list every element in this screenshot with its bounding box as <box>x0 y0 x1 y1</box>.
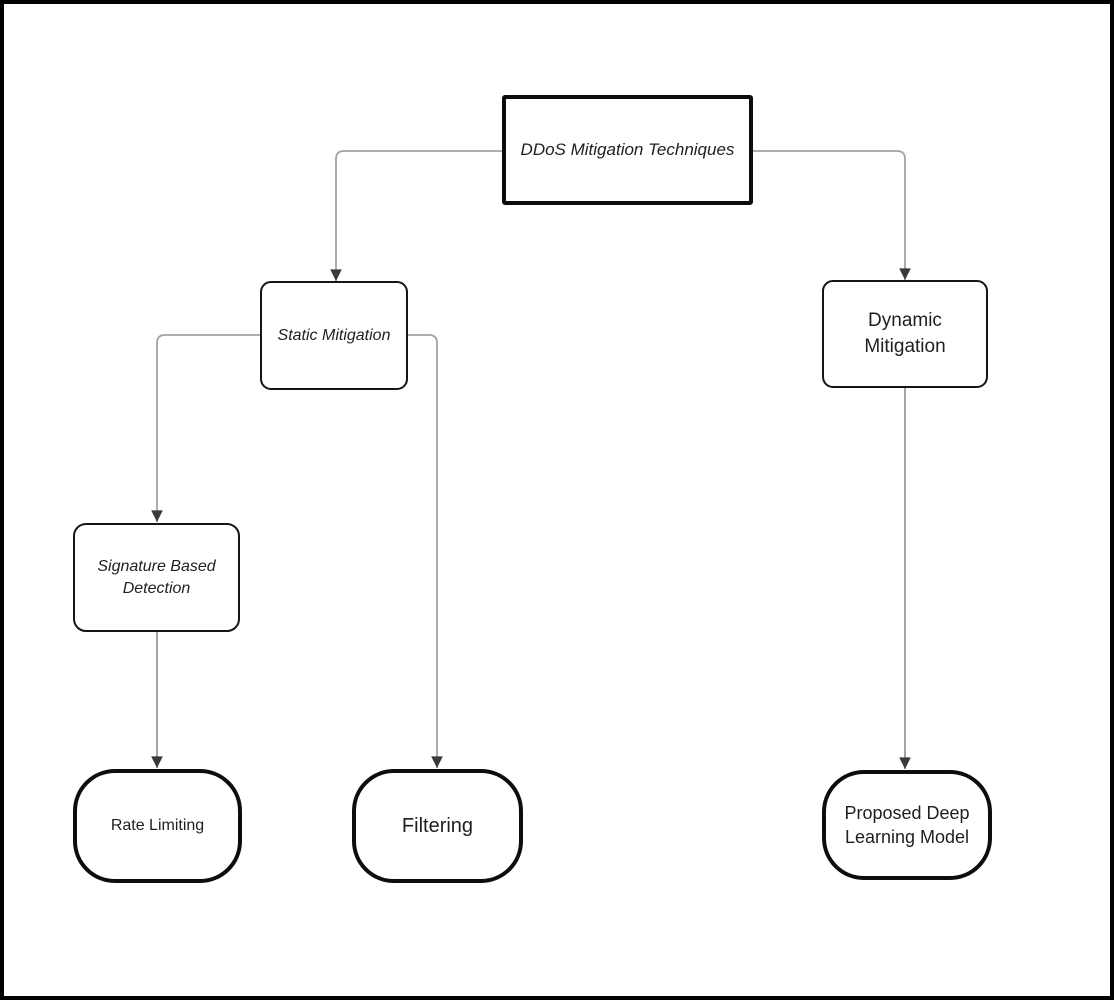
node-proposed-deep-learning-model: Proposed Deep Learning Model <box>822 770 992 880</box>
node-label: Rate Limiting <box>110 817 205 835</box>
node-dynamic-mitigation: Dynamic Mitigation <box>822 280 988 388</box>
node-label: DDoS Mitigation Techniques <box>520 139 735 159</box>
node-signature-based-detection: Signature Based Detection <box>73 523 240 632</box>
edge-static-to-filtering <box>408 334 443 768</box>
edge-root-to-static <box>330 150 502 281</box>
edge-static-to-signature <box>151 334 260 522</box>
node-ddos-mitigation-techniques: DDoS Mitigation Techniques <box>502 95 753 205</box>
node-rate-limiting: Rate Limiting <box>73 769 242 883</box>
node-label: Signature Based Detection <box>97 557 216 597</box>
edge-root-to-dynamic <box>753 150 911 280</box>
node-label: Static Mitigation <box>277 326 391 344</box>
node-filtering: Filtering <box>352 769 523 883</box>
node-label: Filtering <box>401 814 474 837</box>
node-label: Proposed Deep Learning Model <box>844 802 970 847</box>
node-static-mitigation: Static Mitigation <box>260 281 408 390</box>
node-label: Dynamic Mitigation <box>864 310 946 357</box>
